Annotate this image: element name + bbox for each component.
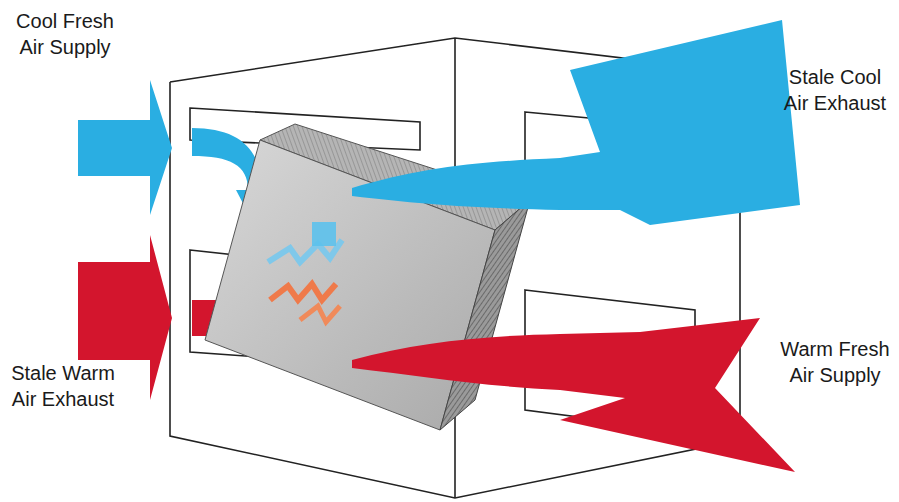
warm-fresh-supply-arrow [352,318,795,472]
flow-label: Stale Cool Air Exhaust [776,64,894,116]
warm-transfer-symbol [300,306,340,322]
cool-fresh-inlet-arrow [78,80,172,215]
core-side-face [440,200,530,430]
flow-label: Warm Fresh Air Supply [776,336,894,388]
flow-label: Cool Fresh Air Supply [6,8,124,60]
stale-cool-exhaust-arrow [352,20,800,225]
cool-transfer-symbol [312,222,336,246]
warm-transfer-symbol [270,284,336,300]
flow-label: Stale Warm Air Exhaust [4,360,122,412]
incoming-arrows [78,80,172,400]
